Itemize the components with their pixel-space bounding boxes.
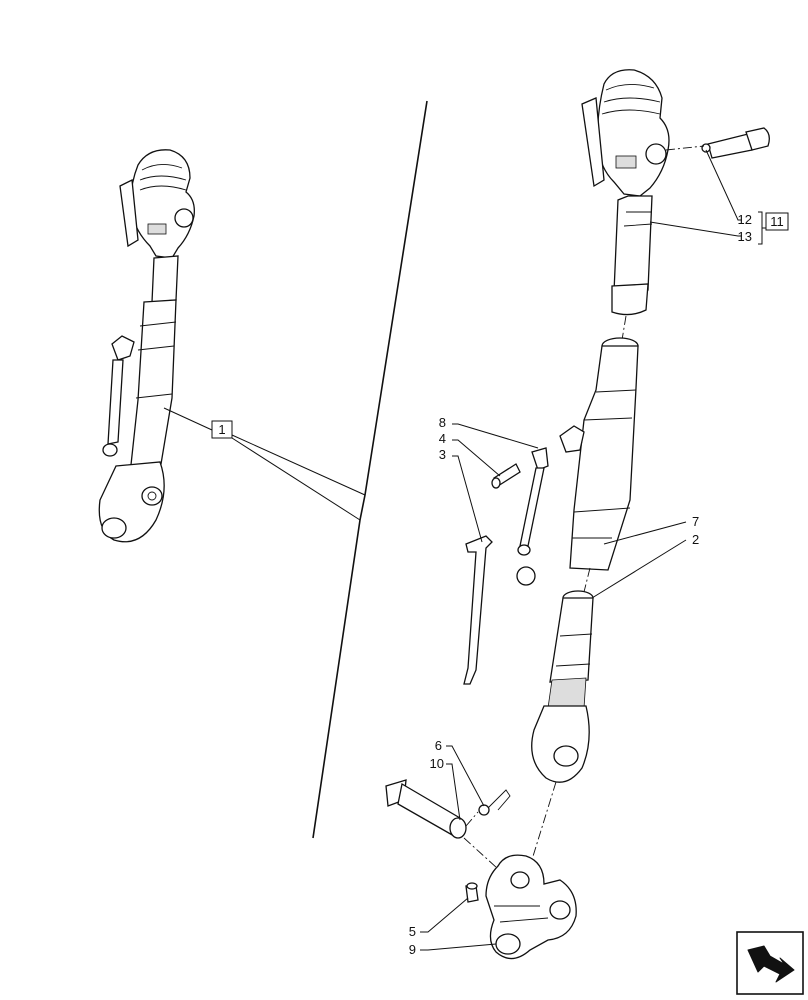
- callout-8: 8: [439, 415, 446, 430]
- clevis-pin: [385, 779, 467, 839]
- grease-nipple: [465, 882, 479, 903]
- hook-pin: [701, 127, 770, 159]
- callout-12: 12: [738, 212, 752, 227]
- upper-hook-assembly: [581, 69, 670, 197]
- callout-5: 5: [409, 924, 416, 939]
- adjust-lever: [516, 447, 549, 586]
- callout-6: 6: [435, 738, 442, 753]
- lower-screw: [531, 590, 594, 783]
- axis-upper: [621, 315, 627, 341]
- axis-lower: [529, 781, 557, 867]
- assembled-top-link: [98, 149, 195, 543]
- callout-7: 7: [692, 514, 699, 529]
- view-separator-line: [312, 100, 428, 839]
- axis-middle: [583, 567, 591, 593]
- callout-4: 4: [439, 431, 446, 446]
- inner-tube-upper: [611, 195, 653, 316]
- svg-text:1: 1: [218, 422, 225, 437]
- next-page-arrow-icon[interactable]: [736, 931, 804, 995]
- callout-9: 9: [409, 942, 416, 957]
- callout-13: 13: [738, 229, 752, 244]
- outer-sleeve: [559, 337, 639, 571]
- pin-axis-line: [665, 145, 705, 151]
- callout-10: 10: [430, 756, 444, 771]
- callout-2: 2: [692, 532, 699, 547]
- callout-3: 3: [439, 447, 446, 462]
- leaders-right: [420, 149, 766, 951]
- retaining-rod: [463, 535, 493, 685]
- lock-pin: [491, 463, 521, 489]
- clevis-bracket: [485, 854, 577, 960]
- axis-clevis: [463, 811, 509, 879]
- callout-1: 1: [163, 407, 366, 521]
- callout-11: 11: [765, 212, 789, 231]
- svg-text:11: 11: [770, 214, 784, 229]
- spring-clip: [478, 789, 511, 816]
